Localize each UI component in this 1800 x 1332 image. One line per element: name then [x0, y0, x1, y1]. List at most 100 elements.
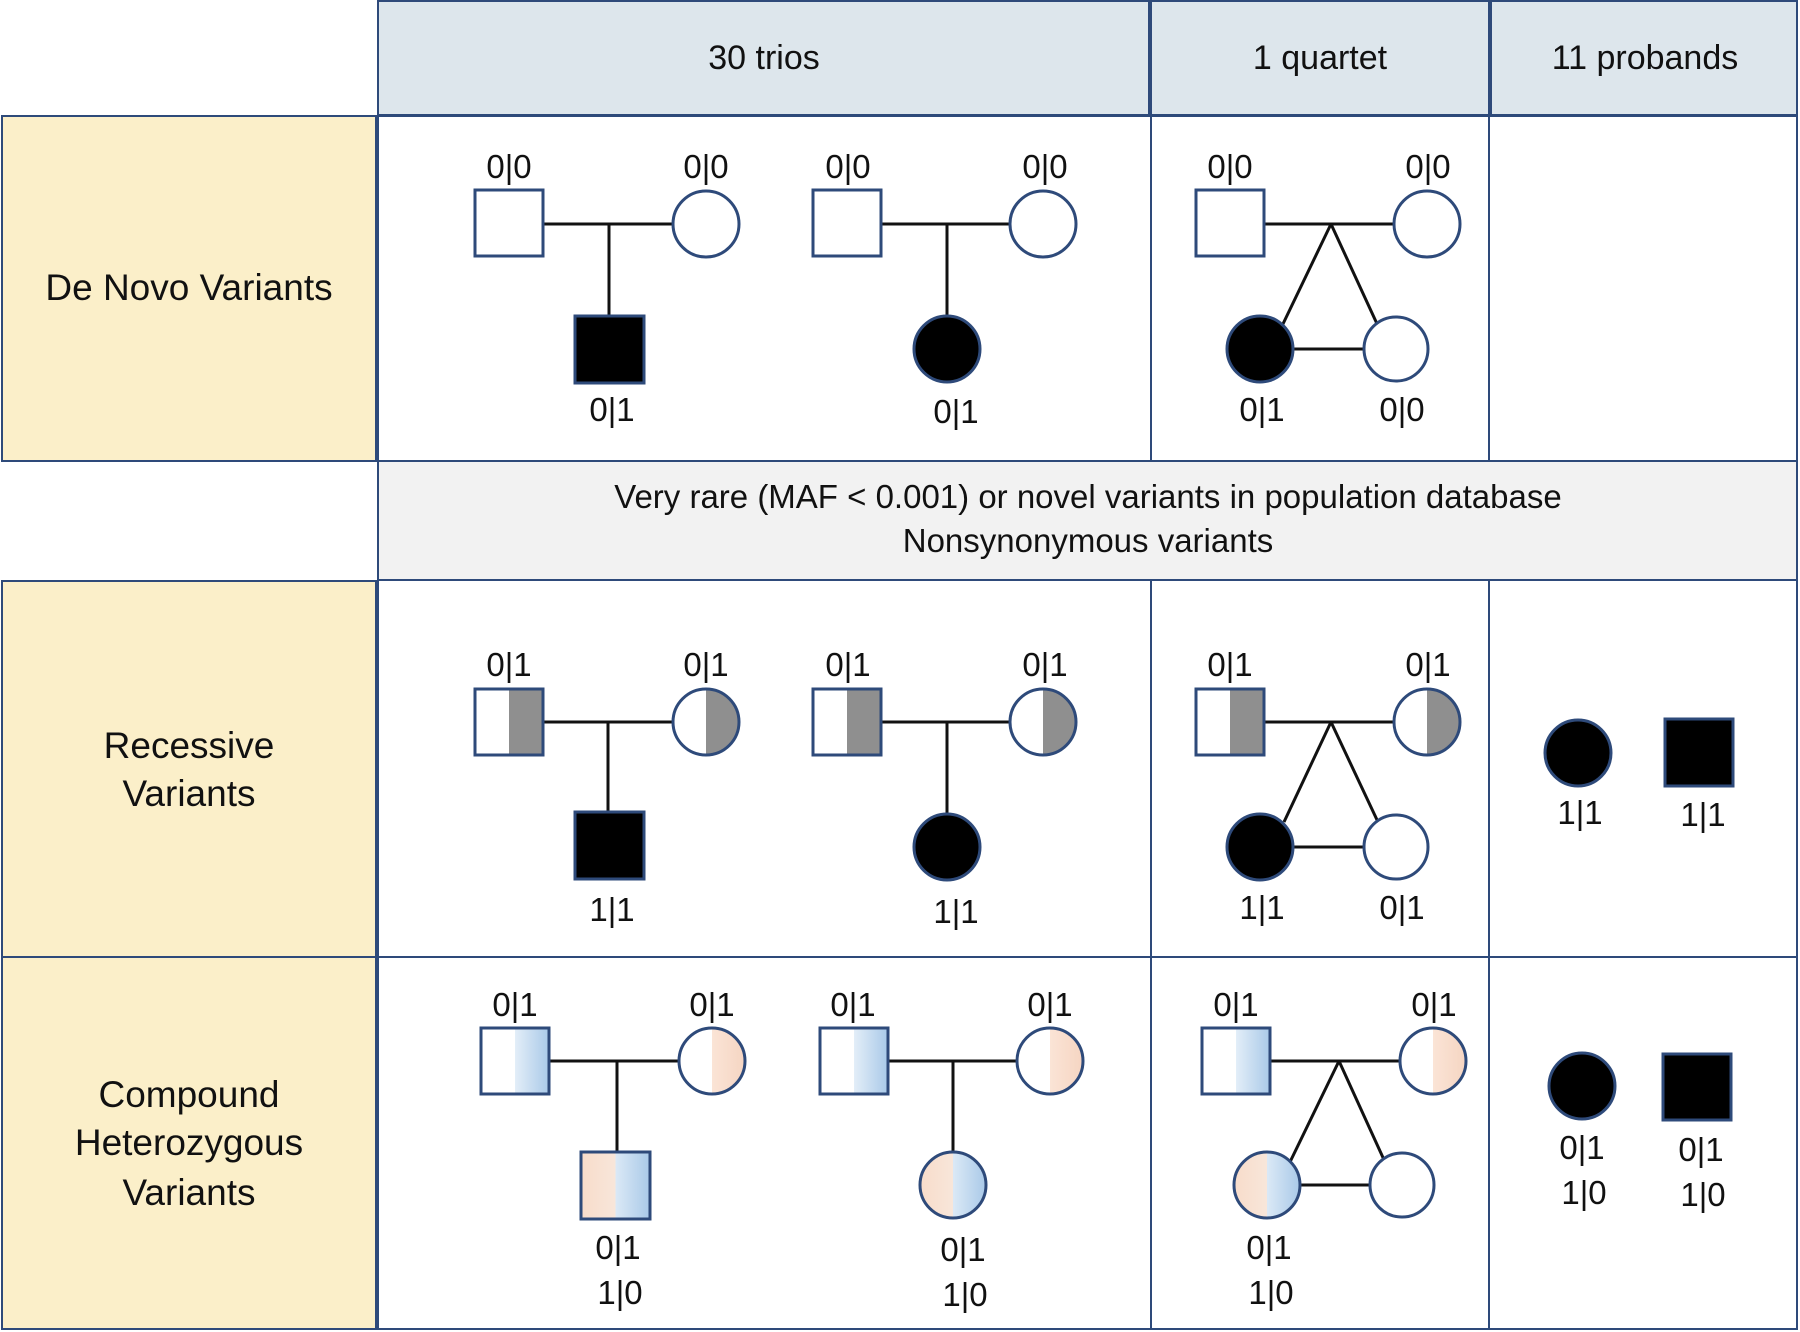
carrier-father-symbol: [1200, 1026, 1272, 1096]
mother-genotype: 0|1: [689, 986, 734, 1023]
header-cell-trios: [378, 0, 1151, 115]
row-label-compound-line2: Heterozygous: [75, 1122, 303, 1163]
child-genotype-2: 1|0: [942, 1276, 987, 1313]
child-genotype: 0|1: [589, 391, 634, 428]
child-genotype: 0|1: [933, 393, 978, 430]
affected-male-proband-symbol: [1661, 1052, 1733, 1122]
de-novo-trio-2-pedigree: 0|0 0|0 0|1: [811, 148, 1078, 430]
female-proband-genotype-2: 1|0: [1561, 1174, 1606, 1211]
row-label-compound-line3: Variants: [123, 1172, 256, 1213]
compound-trio-1-pedigree: 0|1 0|1 0|1 1|0: [479, 986, 747, 1311]
unaffected-sibling-symbol: [1362, 813, 1430, 881]
child-genotype-1: 0|1: [595, 1229, 640, 1266]
carrier-father-symbol: [811, 687, 883, 757]
column-header-quartet: 1 quartet: [1253, 39, 1388, 77]
father-genotype: 0|1: [830, 986, 875, 1023]
mother-symbol: [671, 189, 741, 259]
row-label-de-novo: De Novo Variants: [45, 267, 332, 308]
affected-genotype: 0|1: [1239, 391, 1284, 428]
header-cell-probands: [1489, 0, 1798, 115]
compound-probands: 0|1 1|0 0|1 1|0: [1547, 1051, 1733, 1213]
filter-band-line1: Very rare (MAF < 0.001) or novel variant…: [614, 478, 1561, 515]
mother-symbol: [1392, 189, 1462, 259]
female-proband-genotype: 1|1: [1557, 794, 1602, 831]
male-proband-genotype: 1|1: [1680, 796, 1725, 833]
sibling-genotype: 0|0: [1379, 391, 1424, 428]
row-label-cell-de-novo: [2, 115, 376, 461]
carrier-father-symbol: [479, 1026, 551, 1096]
row-label-recessive-line2: Variants: [123, 773, 256, 814]
compound-daughter-symbol: [1232, 1150, 1302, 1220]
compound-trio-2-pedigree: 0|1 0|1 0|1 1|0: [818, 986, 1085, 1313]
carrier-mother-symbol: [1392, 687, 1462, 757]
header-cell-quartet: [1151, 0, 1489, 115]
mother-genotype: 0|0: [1022, 148, 1067, 185]
row-label-cell-recessive: [2, 580, 376, 957]
father-genotype: 0|0: [1207, 148, 1252, 185]
affected-genotype: 1|1: [1239, 889, 1284, 926]
child-genotype: 1|1: [933, 893, 978, 930]
mother-genotype: 0|1: [1027, 986, 1072, 1023]
child-genotype-2: 1|0: [597, 1274, 642, 1311]
affected-son-symbol: [573, 314, 646, 385]
mother-genotype: 0|1: [1411, 986, 1456, 1023]
mother-genotype: 0|0: [1405, 148, 1450, 185]
de-novo-quartet-pedigree: 0|0 0|0 0|1 0|0: [1194, 148, 1462, 428]
affected-genotype-1: 0|1: [1246, 1229, 1291, 1266]
affected-female-proband-symbol: [1543, 718, 1613, 788]
recessive-probands: 1|1 1|1: [1543, 717, 1735, 833]
father-genotype: 0|1: [486, 646, 531, 683]
affected-daughter-symbol: [1225, 812, 1295, 882]
affected-daughter-symbol: [912, 314, 982, 384]
filter-band-line2: Nonsynonymous variants: [903, 522, 1274, 559]
recessive-quartet-pedigree: 0|1 0|1 1|1 0|1: [1194, 646, 1462, 926]
child-genotype-1: 0|1: [940, 1231, 985, 1268]
column-header-trios: 30 trios: [708, 39, 820, 77]
carrier-father-symbol: [1194, 687, 1266, 757]
recessive-trio-2-pedigree: 0|1 0|1 1|1: [811, 646, 1078, 930]
child-genotype: 1|1: [589, 891, 634, 928]
compound-daughter-symbol: [918, 1150, 988, 1220]
compound-son-symbol: [579, 1150, 652, 1221]
carrier-mother-symbol: [1398, 1026, 1468, 1096]
carrier-mother-symbol: [677, 1026, 747, 1096]
carrier-mother-symbol: [1008, 687, 1078, 757]
father-genotype: 0|0: [486, 148, 531, 185]
mother-genotype: 0|1: [1405, 646, 1450, 683]
father-symbol: [473, 188, 545, 258]
mother-genotype: 0|0: [683, 148, 728, 185]
row-label-recessive-line1: Recessive: [104, 725, 275, 766]
affected-genotype-2: 1|0: [1248, 1274, 1293, 1311]
carrier-father-symbol: [473, 687, 545, 757]
sibling-genotype: 0|1: [1379, 889, 1424, 926]
father-genotype: 0|1: [1207, 646, 1252, 683]
row-label-cell-compound: [2, 957, 376, 1329]
affected-male-proband-symbol: [1663, 717, 1735, 788]
carrier-mother-symbol: [671, 687, 741, 757]
female-proband-genotype-1: 0|1: [1559, 1129, 1604, 1166]
carrier-father-symbol: [818, 1026, 890, 1096]
male-proband-genotype-1: 0|1: [1678, 1131, 1723, 1168]
carrier-mother-symbol: [1015, 1026, 1085, 1096]
father-symbol: [811, 188, 883, 258]
father-genotype: 0|1: [492, 986, 537, 1023]
filter-band-cell: [378, 461, 1798, 580]
affected-daughter-symbol: [1225, 314, 1295, 384]
unaffected-sibling-symbol: [1362, 315, 1430, 383]
affected-daughter-symbol: [912, 812, 982, 882]
recessive-trio-1-pedigree: 0|1 0|1 1|1: [473, 646, 741, 928]
father-genotype: 0|1: [825, 646, 870, 683]
mother-genotype: 0|1: [683, 646, 728, 683]
affected-female-proband-symbol: [1547, 1051, 1617, 1121]
unaffected-sibling-symbol: [1368, 1151, 1436, 1219]
mother-symbol: [1008, 189, 1078, 259]
male-proband-genotype-2: 1|0: [1680, 1176, 1725, 1213]
column-header-probands: 11 probands: [1552, 39, 1739, 77]
de-novo-trio-1-pedigree: 0|0 0|0 0|1: [473, 148, 741, 428]
father-symbol: [1194, 188, 1266, 258]
father-genotype: 0|0: [825, 148, 870, 185]
row-label-compound-line1: Compound: [98, 1074, 279, 1115]
mother-genotype: 0|1: [1022, 646, 1067, 683]
